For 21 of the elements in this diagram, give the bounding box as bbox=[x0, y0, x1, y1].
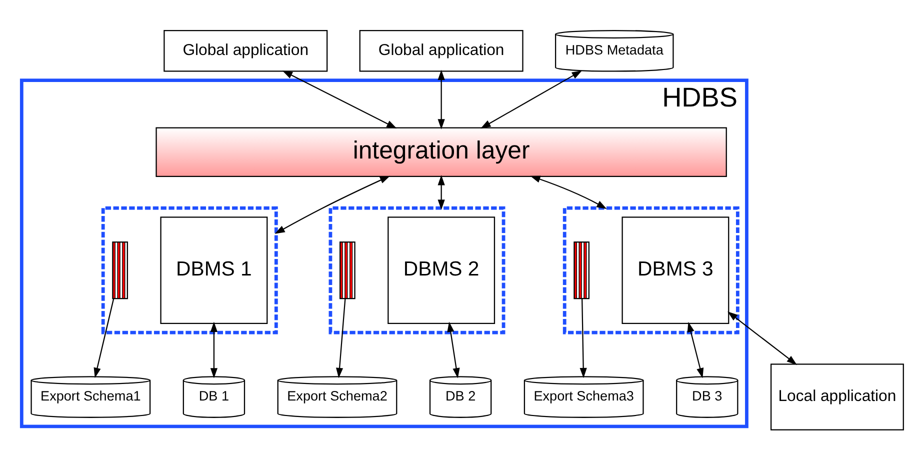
arrow bbox=[282, 70, 397, 128]
arrow bbox=[480, 70, 582, 128]
arrow bbox=[728, 311, 797, 364]
arrow bbox=[336, 298, 346, 378]
arrow bbox=[438, 69, 445, 129]
node-box: Global application bbox=[164, 29, 328, 72]
arrow bbox=[530, 175, 607, 208]
arrow bbox=[687, 321, 704, 378]
node-box: Local application bbox=[770, 363, 904, 430]
arrow bbox=[438, 174, 445, 210]
node-box: DBMS 3 bbox=[622, 216, 730, 324]
node-box: DBMS 1 bbox=[160, 216, 268, 324]
arrow bbox=[274, 175, 390, 234]
node-box: integration layer bbox=[156, 126, 727, 176]
arrow bbox=[580, 298, 587, 378]
arrow bbox=[210, 321, 218, 378]
node-box: Global application bbox=[359, 29, 524, 72]
arrow bbox=[447, 321, 460, 378]
arrow bbox=[94, 298, 114, 378]
cluster bbox=[101, 206, 278, 334]
node-box: DBMS 2 bbox=[388, 216, 496, 324]
